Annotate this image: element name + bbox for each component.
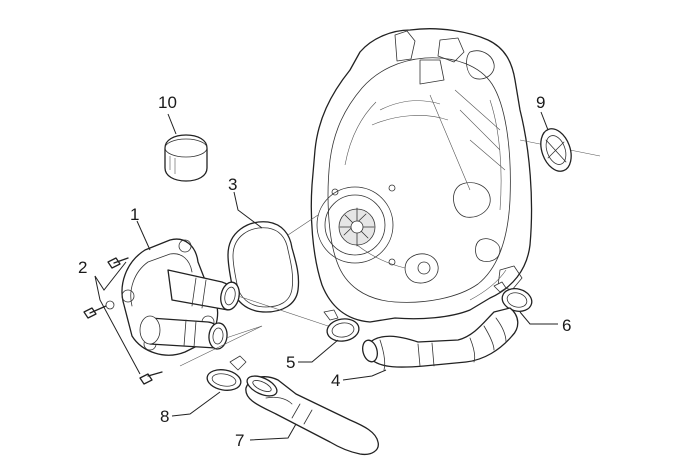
leader-2-lower <box>94 275 141 375</box>
part-2-bolts <box>83 257 163 385</box>
leader-lines <box>94 111 558 441</box>
callout-8: 8 <box>160 407 169 426</box>
callout-9: 9 <box>536 93 545 112</box>
bolt-middle <box>83 300 115 319</box>
callout-4: 4 <box>331 371 340 390</box>
part-5-clamp <box>323 309 360 342</box>
callout-5: 5 <box>286 353 295 372</box>
part-10-cap <box>164 134 208 182</box>
part-7-hose <box>245 375 379 456</box>
bolt-lower <box>139 371 163 385</box>
callout-3: 3 <box>228 175 237 194</box>
leader-5 <box>298 339 339 363</box>
callout-labels: 10 9 3 1 2 6 5 4 8 7 <box>78 93 571 450</box>
engine-cover-housing <box>310 28 533 323</box>
leader-2-upper <box>94 261 127 291</box>
part-1-pump-cover <box>121 238 341 367</box>
part-4-hose <box>362 307 519 371</box>
leader-9 <box>540 111 549 131</box>
leader-7 <box>249 423 297 441</box>
callout-7: 7 <box>235 431 244 450</box>
callout-10: 10 <box>158 93 177 112</box>
bolt-upper <box>107 257 129 269</box>
callout-1: 1 <box>130 205 139 224</box>
part-9-seal <box>519 128 601 172</box>
leader-3 <box>233 191 263 229</box>
callout-2: 2 <box>78 258 87 277</box>
leader-10 <box>167 113 177 135</box>
leader-1 <box>136 220 151 251</box>
leader-4 <box>342 369 387 381</box>
part-8-clamp <box>206 355 247 391</box>
leader-6 <box>519 311 558 325</box>
callout-6: 6 <box>562 316 571 335</box>
part-6-clamp <box>493 281 533 312</box>
leader-8 <box>171 391 221 417</box>
